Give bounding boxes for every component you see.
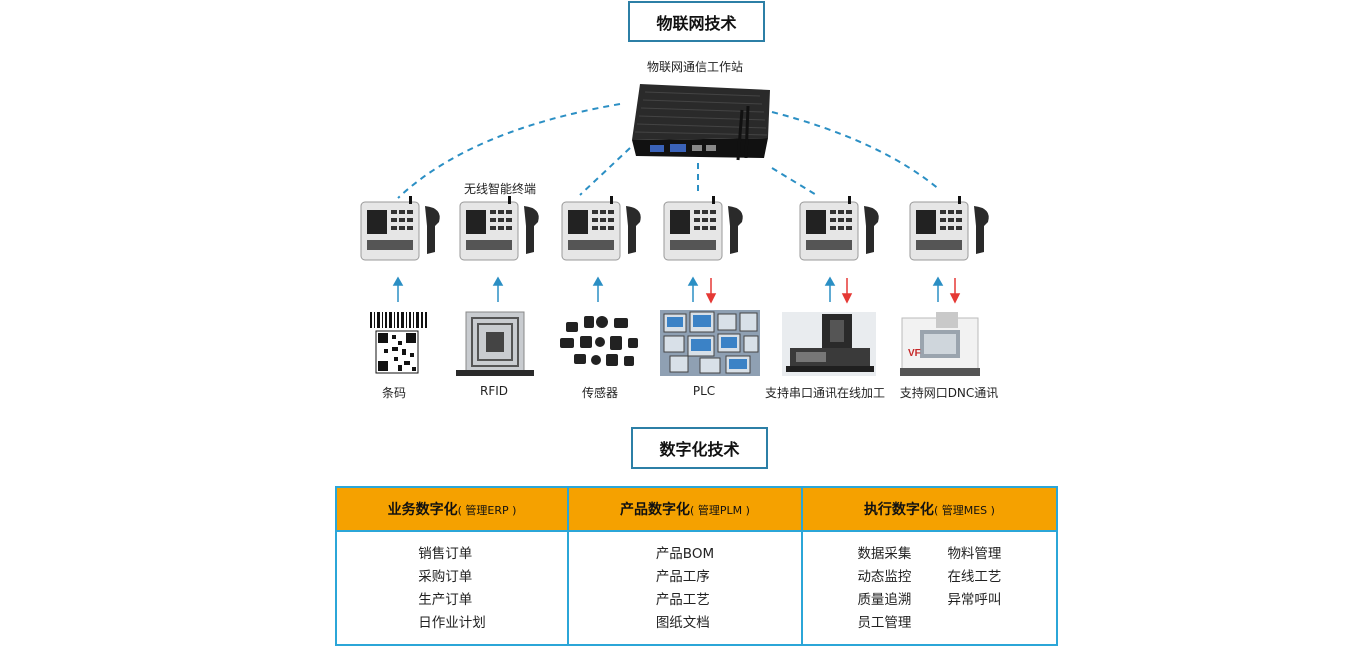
list-item: 质量追溯 (857, 592, 912, 608)
list-item: 销售订单 (418, 546, 473, 562)
list-item: 日作业计划 (418, 615, 486, 631)
sensors-icon (560, 316, 638, 366)
column-header-business: 业务数字化( 管理ERP ) (334, 486, 570, 532)
iot-title: 物联网技术 (628, 1, 765, 42)
device-label-barcode: 条码 (381, 386, 406, 400)
device-label-plc: PLC (692, 384, 716, 398)
industrial-pc-icon (632, 84, 770, 161)
column-body-product: 产品BOM 产品工序 产品工艺 图纸文档 (567, 530, 803, 646)
digitalization-table: 业务数字化( 管理ERP ) 产品数字化( 管理PLM ) 执行数字化( 管理M… (334, 486, 1059, 646)
list-item: 产品工艺 (655, 592, 710, 608)
list-item: 采购订单 (418, 569, 473, 585)
list-item: 数据采集 (857, 546, 912, 562)
list-item: 动态监控 (857, 569, 912, 585)
workstation-label: 物联网通信工作站 (646, 60, 743, 74)
wireless-terminal-icon (359, 196, 445, 262)
device-label-sensor: 传感器 (581, 386, 618, 400)
device-label-cnc-dnc: 支持网口DNC通讯 (899, 386, 999, 400)
column-header-product: 产品数字化( 管理PLM ) (567, 486, 803, 532)
list-item: 产品BOM (655, 546, 715, 562)
dash-link-5 (771, 111, 941, 191)
list-item: 员工管理 (857, 615, 912, 631)
column-body-execution: 数据采集 动态监控 质量追溯 员工管理 物料管理 在线工艺 异常呼叫 (800, 530, 1059, 646)
dash-link-2 (579, 147, 631, 196)
svg-text:VF: VF (908, 348, 921, 359)
dash-link-1 (397, 103, 621, 199)
list-item: 产品工序 (655, 569, 710, 585)
device-label-rfid: RFID (479, 384, 509, 398)
plc-panels-icon (660, 310, 760, 376)
cnc-machine-icon (782, 312, 876, 376)
list-item: 异常呼叫 (947, 592, 1002, 608)
cnc-machine-vf-icon: VF (900, 312, 980, 376)
column-header-execution: 执行数字化( 管理MES ) (800, 486, 1059, 532)
dash-link-4 (771, 167, 819, 197)
list-item: 生产订单 (418, 592, 473, 608)
barcode-qr-icon (370, 312, 427, 374)
terminal-label: 无线智能终端 (463, 182, 536, 196)
list-item: 物料管理 (947, 546, 1002, 562)
list-item: 在线工艺 (947, 569, 1002, 585)
list-item: 图纸文档 (655, 615, 710, 631)
column-body-business: 销售订单 采购订单 生产订单 日作业计划 (334, 530, 570, 646)
device-label-cnc-serial: 支持串口通讯在线加工 (764, 386, 885, 400)
wireless-terminal-icon (560, 196, 646, 262)
rfid-chip-icon (456, 311, 534, 376)
wireless-terminal-icon (798, 196, 884, 262)
wireless-terminal-icon (908, 196, 994, 262)
wireless-terminal-icon (458, 196, 544, 262)
digital-title: 数字化技术 (631, 427, 768, 469)
wireless-terminal-icon (662, 196, 748, 262)
